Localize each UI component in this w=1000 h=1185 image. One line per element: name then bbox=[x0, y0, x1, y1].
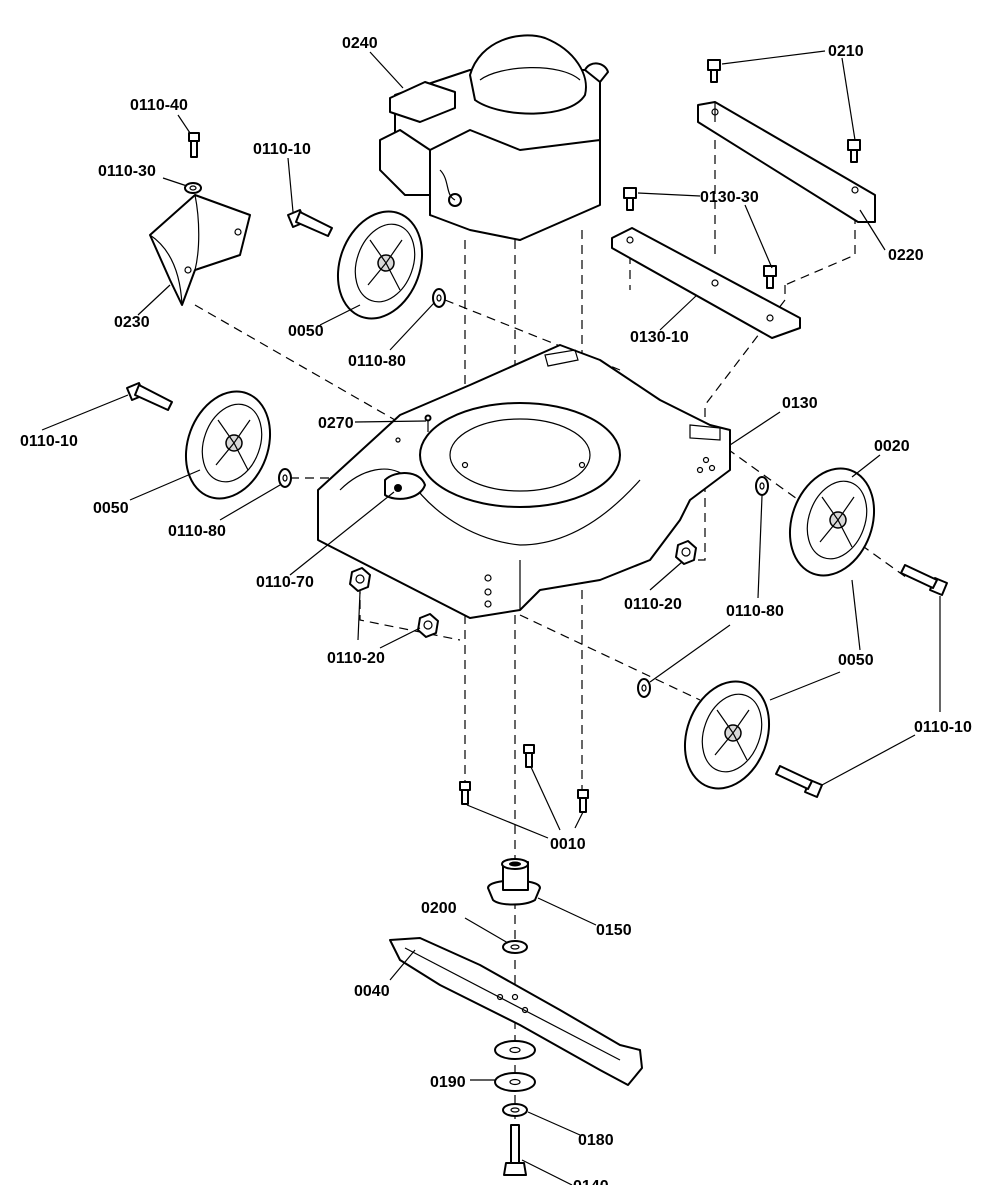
label-0190: 0190 bbox=[430, 1074, 466, 1091]
label-0050-right: 0050 bbox=[838, 652, 874, 669]
label-0270: 0270 bbox=[318, 415, 354, 432]
label-0010: 0010 bbox=[550, 836, 586, 853]
bracket-0130-10 bbox=[611, 227, 801, 339]
washer-0110-30 bbox=[184, 182, 202, 194]
washer-0110-80-left bbox=[278, 468, 292, 488]
label-0130-30: 0130-30 bbox=[700, 189, 759, 206]
label-0050-left: 0050 bbox=[93, 500, 129, 517]
bracket-0220 bbox=[697, 101, 876, 223]
label-0110-10-top: 0110-10 bbox=[253, 141, 311, 158]
stiffener-0190-a bbox=[494, 1040, 536, 1060]
label-0040: 0040 bbox=[354, 983, 390, 1000]
blade-bolt-0140 bbox=[503, 1124, 527, 1176]
label-0110-20-bottom: 0110-20 bbox=[327, 650, 385, 667]
label-0110-10-right: 0110-10 bbox=[914, 719, 972, 736]
mower-deck-0130 bbox=[317, 344, 731, 619]
washer-0110-80-right bbox=[755, 476, 769, 496]
label-0110-80-top: 0110-80 bbox=[348, 353, 406, 370]
stiffener-0190-b bbox=[494, 1072, 536, 1092]
axle-bolt-0110-10-top bbox=[287, 209, 333, 237]
washer-0200 bbox=[502, 940, 528, 954]
label-0110-80-right: 0110-80 bbox=[726, 603, 784, 620]
rear-deflector-0230 bbox=[149, 194, 251, 306]
axle-bolt-0110-10-left bbox=[126, 382, 173, 411]
label-0110-70: 0110-70 bbox=[256, 574, 314, 591]
engine-0240 bbox=[379, 34, 609, 241]
axle-bolt-0110-10-right bbox=[900, 564, 948, 596]
label-0220: 0220 bbox=[888, 247, 924, 264]
wheel-0050-top bbox=[336, 210, 424, 320]
nut-0110-20-left bbox=[349, 567, 371, 592]
nut-0110-20-bottom bbox=[417, 613, 439, 638]
wheel-0050-left bbox=[184, 390, 272, 500]
engine-bolt-0010-b bbox=[523, 744, 535, 768]
label-0050-top: 0050 bbox=[288, 323, 324, 340]
leader-lines bbox=[41, 50, 941, 1185]
washer-0110-80-top bbox=[432, 288, 446, 308]
label-0200: 0200 bbox=[421, 900, 457, 917]
label-0110-20-right: 0110-20 bbox=[624, 596, 682, 613]
callout-labels: 0240 0210 0110-40 0110-30 0110-10 0130-3… bbox=[20, 35, 972, 1185]
label-0110-80-left: 0110-80 bbox=[168, 523, 226, 540]
label-0110-40: 0110-40 bbox=[130, 97, 188, 114]
axle-bolt-0110-10-bottom bbox=[775, 765, 823, 798]
screw-0210-b bbox=[847, 139, 861, 163]
blade-adapter-0150 bbox=[487, 858, 541, 906]
label-0110-30: 0110-30 bbox=[98, 163, 156, 180]
screw-0130-30-b bbox=[763, 265, 777, 289]
engine-bolt-0010-a bbox=[459, 781, 471, 805]
wheel-0050-bottom-right bbox=[683, 680, 771, 790]
lockwasher-0180 bbox=[502, 1103, 528, 1117]
label-0210: 0210 bbox=[828, 43, 864, 60]
pin-0270 bbox=[424, 414, 432, 432]
blade-0040 bbox=[389, 937, 643, 1086]
label-0230: 0230 bbox=[114, 314, 150, 331]
label-0150: 0150 bbox=[596, 922, 632, 939]
wheel-0020-right bbox=[788, 467, 876, 577]
label-0140: 0140 bbox=[573, 1178, 609, 1185]
nut-0110-20-right bbox=[675, 540, 697, 565]
screw-0130-30-a bbox=[623, 187, 637, 211]
label-0180: 0180 bbox=[578, 1132, 614, 1149]
engine-bolt-0010-c bbox=[577, 789, 589, 813]
label-0130-10: 0130-10 bbox=[630, 329, 689, 346]
label-0130: 0130 bbox=[782, 395, 818, 412]
bolt-0110-40 bbox=[188, 132, 200, 158]
screw-0210-a bbox=[707, 59, 721, 83]
label-0020: 0020 bbox=[874, 438, 910, 455]
washer-0110-80-bottom bbox=[637, 678, 651, 698]
label-0110-10-left: 0110-10 bbox=[20, 433, 78, 450]
label-0240: 0240 bbox=[342, 35, 378, 52]
